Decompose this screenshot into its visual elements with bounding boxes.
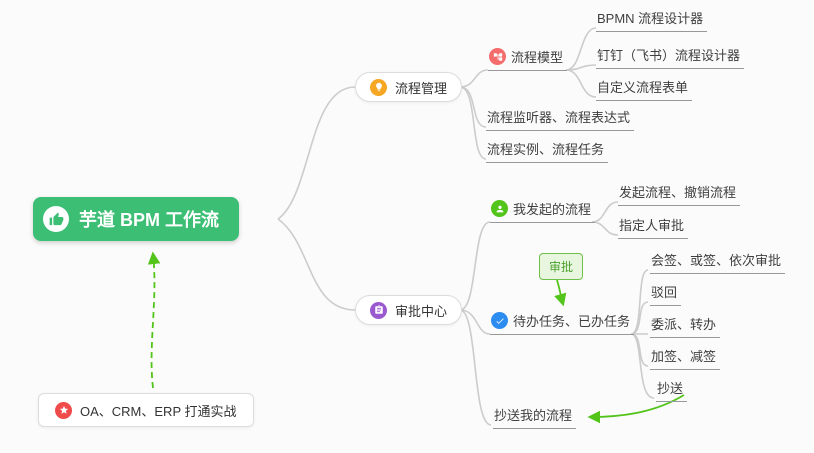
node-process-listener[interactable]: 流程监听器、流程表达式 — [486, 107, 635, 131]
node-label: 流程管理 — [395, 80, 448, 96]
node-cc-my-processes[interactable]: 抄送我的流程 — [493, 405, 577, 429]
node-dingtalk-designer[interactable]: 钉钉（飞书）流程设计器 — [596, 45, 745, 69]
node-custom-form[interactable]: 自定义流程表单 — [596, 77, 693, 101]
node-label: 我发起的流程 — [513, 202, 592, 217]
node-todo-done-tasks[interactable]: 待办任务、已办任务 — [490, 311, 635, 335]
node-label: OA、CRM、ERP 打通实战 — [80, 403, 237, 419]
node-label: 待办任务、已办任务 — [513, 314, 631, 329]
node-assignee-approval[interactable]: 指定人审批 — [618, 215, 689, 239]
user-icon — [491, 200, 508, 217]
node-cc[interactable]: 抄送 — [656, 378, 688, 402]
node-label: 委派、转办 — [651, 317, 717, 332]
node-oa-crm-erp[interactable]: OA、CRM、ERP 打通实战 — [38, 393, 254, 427]
node-delegate-transfer[interactable]: 委派、转办 — [650, 314, 721, 338]
flow-model-icon — [489, 48, 506, 65]
star-icon — [55, 401, 72, 419]
node-label: 流程监听器、流程表达式 — [487, 110, 631, 125]
node-label: 流程实例、流程任务 — [487, 142, 605, 157]
thumbs-up-icon — [43, 206, 69, 232]
approve-badge[interactable]: 审批 — [539, 253, 584, 280]
node-label: 发起流程、撤销流程 — [619, 185, 737, 200]
clipboard-icon — [370, 301, 387, 319]
node-bpmn-designer[interactable]: BPMN 流程设计器 — [596, 8, 708, 32]
node-add-remove-sign[interactable]: 加签、减签 — [650, 346, 721, 370]
root-label: 芋道 BPM 工作流 — [79, 210, 220, 230]
node-label: 驳回 — [651, 285, 678, 300]
node-label: 审批中心 — [395, 303, 448, 319]
node-start-cancel-process[interactable]: 发起流程、撤销流程 — [618, 182, 741, 206]
node-label: 指定人审批 — [619, 218, 685, 233]
node-process-instance[interactable]: 流程实例、流程任务 — [486, 139, 609, 163]
node-countersign[interactable]: 会签、或签、依次审批 — [650, 250, 786, 274]
badge-label: 审批 — [549, 260, 574, 274]
check-icon — [491, 312, 508, 329]
node-label: 钉钉（飞书）流程设计器 — [597, 48, 741, 63]
node-process-model[interactable]: 流程模型 — [488, 47, 568, 71]
node-label: BPMN 流程设计器 — [597, 11, 704, 26]
node-process-management[interactable]: 流程管理 — [355, 72, 463, 102]
node-label: 流程模型 — [511, 50, 564, 65]
node-label: 抄送 — [657, 381, 684, 396]
node-reject[interactable]: 驳回 — [650, 282, 682, 306]
node-approval-center[interactable]: 审批中心 — [355, 295, 463, 325]
node-label: 会签、或签、依次审批 — [651, 253, 782, 268]
node-label: 抄送我的流程 — [494, 408, 573, 423]
root-node[interactable]: 芋道 BPM 工作流 — [33, 197, 240, 241]
lightbulb-icon — [370, 78, 387, 96]
node-my-processes[interactable]: 我发起的流程 — [490, 199, 596, 223]
node-label: 自定义流程表单 — [597, 80, 689, 95]
node-label: 加签、减签 — [651, 349, 717, 364]
